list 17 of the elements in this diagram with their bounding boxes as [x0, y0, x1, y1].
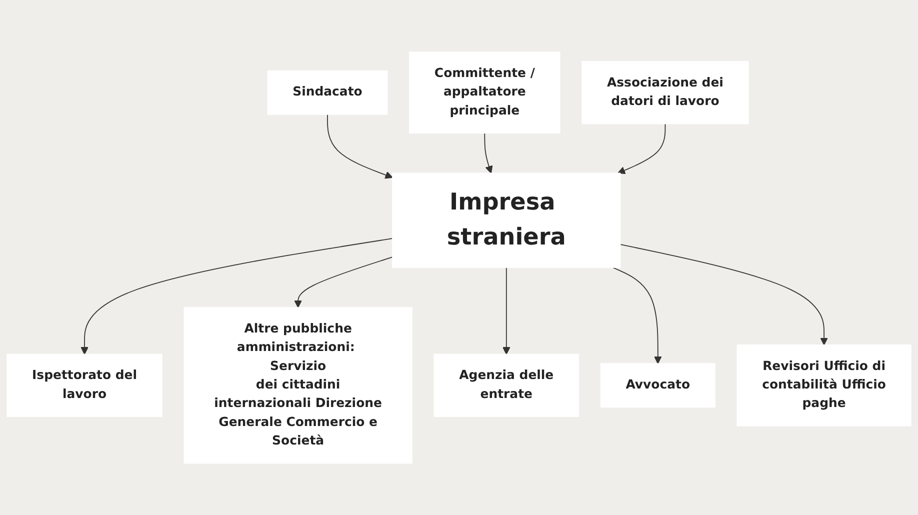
node-box: Impresa straniera [392, 172, 621, 268]
node-box: Altre pubbliche amministrazioni: Servizio dei cittadini internazionali Direzione Generale Commercio e Società [184, 306, 412, 464]
node-box: Committente / appaltatore principale [409, 51, 560, 134]
arrow [484, 132, 493, 174]
node-box: Agenzia delle entrate [434, 354, 579, 417]
node-box: Associazione dei datori di lavoro [582, 60, 749, 124]
arrow [502, 266, 510, 354]
arrow [618, 123, 666, 174]
node-box: Avvocato [600, 362, 716, 408]
arrow [80, 238, 393, 354]
arrow [620, 244, 828, 346]
arrow [612, 266, 662, 364]
arrow [294, 256, 393, 308]
arrow [327, 114, 393, 179]
node-box: Sindacato [267, 70, 388, 115]
node-box: Revisori Ufficio di contabilità Ufficio paghe [736, 344, 912, 426]
node-box: Ispettorato del lavoro [6, 354, 162, 417]
